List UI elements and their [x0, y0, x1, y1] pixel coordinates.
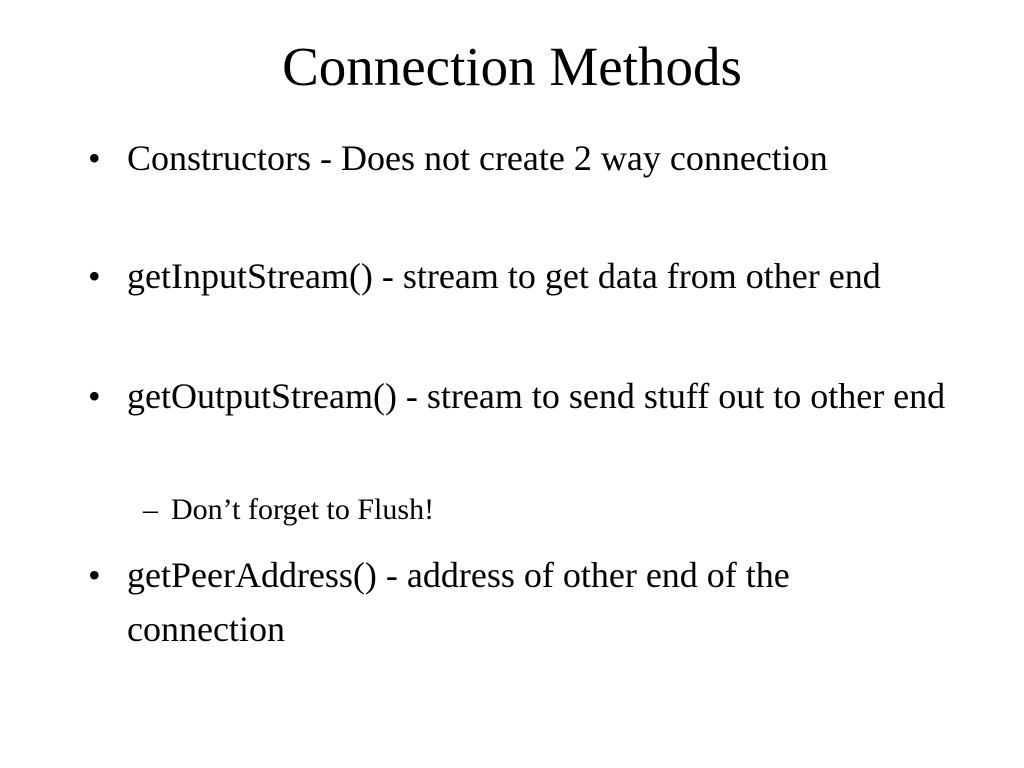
bullet-marker: •: [88, 256, 101, 296]
bullet-marker: •: [88, 376, 101, 416]
bullet-marker: •: [88, 555, 101, 595]
bullet-text: getOutputStream() - stream to send stuff…: [127, 376, 946, 416]
slide-title: Connection Methods: [282, 36, 742, 97]
sub-bullet-marker: –: [143, 493, 158, 526]
bullet-item: • Constructors - Does not create 2 way c…: [88, 131, 947, 185]
bullet-text: Constructors - Does not create 2 way con…: [127, 138, 828, 178]
bullet-item: • getInputStream() - stream to get data …: [88, 249, 947, 303]
sub-bullet-item: – Don’t forget to Flush!: [143, 490, 931, 530]
bullet-item: • getPeerAddress() - address of other en…: [88, 548, 947, 656]
bullet-text: getInputStream() - stream to get data fr…: [127, 256, 881, 296]
sub-bullet-text: Don’t forget to Flush!: [171, 493, 435, 526]
bullet-text: getPeerAddress() - address of other end …: [127, 555, 790, 649]
bullet-marker: •: [88, 138, 101, 178]
bullet-item: • getOutputStream() - stream to send stu…: [88, 369, 947, 423]
